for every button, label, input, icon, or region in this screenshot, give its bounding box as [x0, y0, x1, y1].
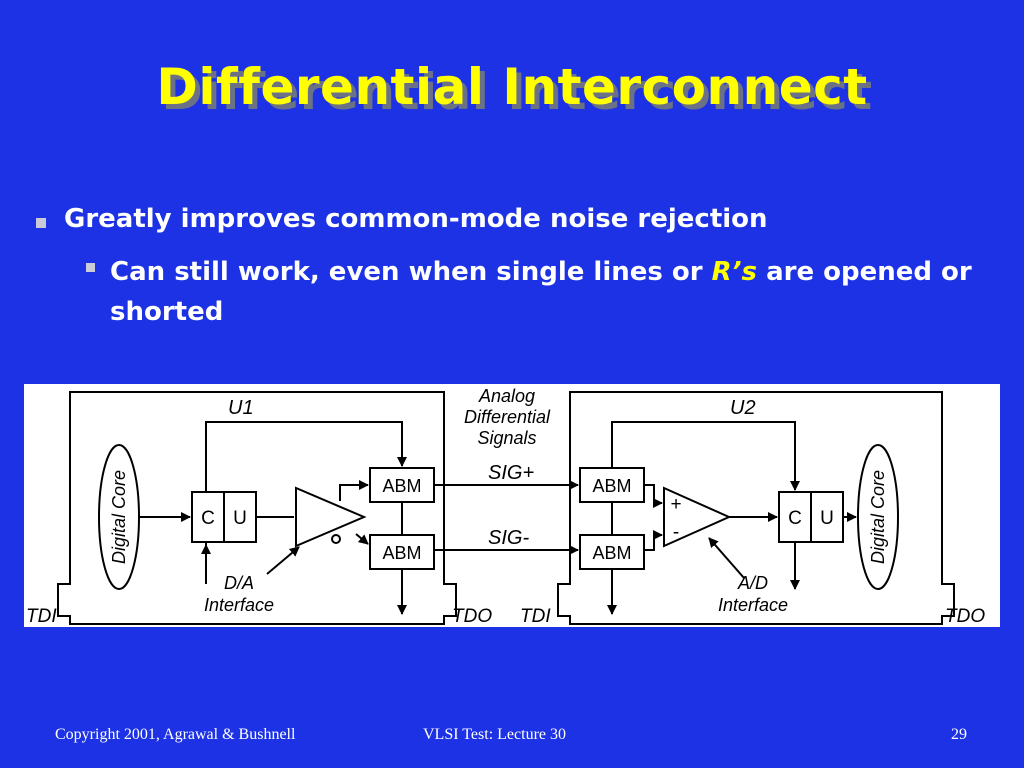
slide-title: Differential Interconnect Differential I… — [0, 58, 1024, 138]
differential-driver — [295, 486, 367, 548]
cell-u-right: U — [820, 508, 834, 529]
bullet-list: Greatly improves common-mode noise rejec… — [0, 0, 1024, 360]
analog-label-3: Signals — [477, 428, 536, 448]
chip-u1-outline — [57, 391, 457, 625]
bullet-level1: Greatly improves common-mode noise rejec… — [64, 204, 768, 234]
bullet-marker-small-square — [86, 263, 95, 272]
diagram-background — [24, 384, 1000, 627]
analog-label-1: Analog — [478, 386, 535, 406]
footer-page-number: 29 — [951, 726, 967, 743]
cell-c-left: C — [201, 508, 215, 529]
da-label-1: D/A — [224, 573, 254, 593]
title-shadow: Differential Interconnect — [161, 63, 873, 121]
footer-copyright: Copyright 2001, Agrawal & Bushnell — [55, 726, 296, 743]
differential-receiver — [663, 486, 732, 548]
inverting-bubble — [331, 534, 341, 544]
chip-u2-outline — [557, 391, 955, 625]
abm-right-bottom-label: ABM — [592, 543, 631, 563]
ad-label-1: A/D — [737, 573, 768, 593]
tdi-left: TDI — [26, 606, 57, 627]
abm-left-bottom-label: ABM — [382, 543, 421, 563]
bullet-level2: Can still work, even when single lines o… — [110, 252, 1010, 332]
analog-label-2: Differential — [464, 407, 551, 427]
tdo-left: TDO — [452, 606, 492, 627]
footer-course: VLSI Test: Lecture 30 — [423, 726, 566, 743]
diagram-panel: U1 U2 Analog Differential Signals SIG+ S… — [24, 384, 1000, 627]
sig-plus-label: SIG+ — [488, 462, 534, 484]
abm-right-top-label: ABM — [592, 476, 631, 496]
tdi-right: TDI — [520, 606, 551, 627]
digital-core-right — [857, 444, 899, 590]
receiver-minus: - — [673, 522, 679, 543]
da-label-2: Interface — [204, 595, 274, 615]
bullet-text-start: Can still work, even when single lines o… — [110, 257, 712, 287]
digital-core-left-label: Digital Core — [109, 470, 129, 564]
digital-core-right-label: Digital Core — [868, 470, 888, 564]
chip-u2-label: U2 — [730, 397, 756, 419]
bullet-text-end: are opened or shorted — [110, 257, 972, 327]
chip-u1-label: U1 — [228, 397, 254, 419]
bullet-highlight-r: R’s — [711, 257, 758, 287]
title-text: Differential Interconnect — [156, 58, 868, 116]
ad-label-2: Interface — [718, 595, 788, 615]
bullet-marker-square — [36, 218, 46, 228]
cell-c-right: C — [788, 508, 802, 529]
receiver-plus: + — [670, 494, 681, 515]
sig-minus-label: SIG- — [488, 527, 529, 549]
abm-left-top-label: ABM — [382, 476, 421, 496]
cell-u-left: U — [233, 508, 247, 529]
diagram-svg: U1 U2 Analog Differential Signals SIG+ S… — [24, 384, 1000, 627]
tdo-right: TDO — [945, 606, 985, 627]
